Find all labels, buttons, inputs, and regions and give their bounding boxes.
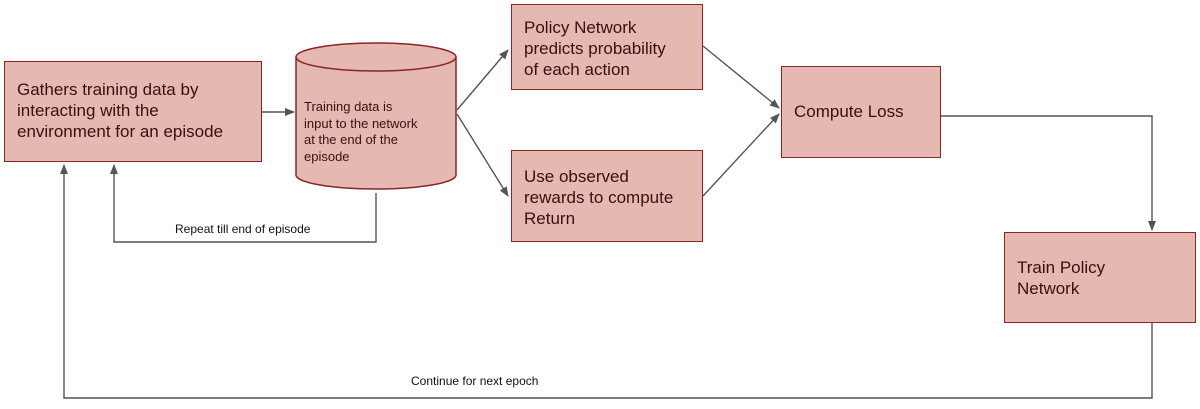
arrow-loss-to-train <box>941 115 1156 231</box>
arrow-return-to-loss <box>702 113 780 197</box>
node-compute-return: Use observed rewards to compute Return <box>511 150 703 242</box>
node-train-policy-network: Train Policy Network <box>1004 232 1196 323</box>
arrow-policy-to-loss <box>702 45 780 109</box>
arrow-data-to-return <box>456 113 509 197</box>
node-policy-label: Policy Network predicts probability of e… <box>524 18 666 79</box>
node-compute-loss: Compute Loss <box>781 66 941 158</box>
node-gather-training-data: Gathers training data by interacting wit… <box>4 61 262 162</box>
node-return-label: Use observed rewards to compute Return <box>524 167 674 228</box>
node-train-label: Train Policy Network <box>1017 258 1106 298</box>
node-training-data-label: Training data is input to the network at… <box>304 99 418 164</box>
node-policy-network: Policy Network predicts probability of e… <box>511 4 703 90</box>
arrow-data-to-policy <box>456 49 509 111</box>
node-loss-label: Compute Loss <box>794 102 904 121</box>
edge-label-repeat: Repeat till end of episode <box>175 222 311 236</box>
training-data-cylinder <box>295 42 457 190</box>
arrow-continue-loop <box>60 164 1153 399</box>
edge-label-continue: Continue for next epoch <box>411 374 539 388</box>
arrow-repeat-loop <box>110 164 377 243</box>
node-gather-label: Gathers training data by interacting wit… <box>17 80 224 141</box>
